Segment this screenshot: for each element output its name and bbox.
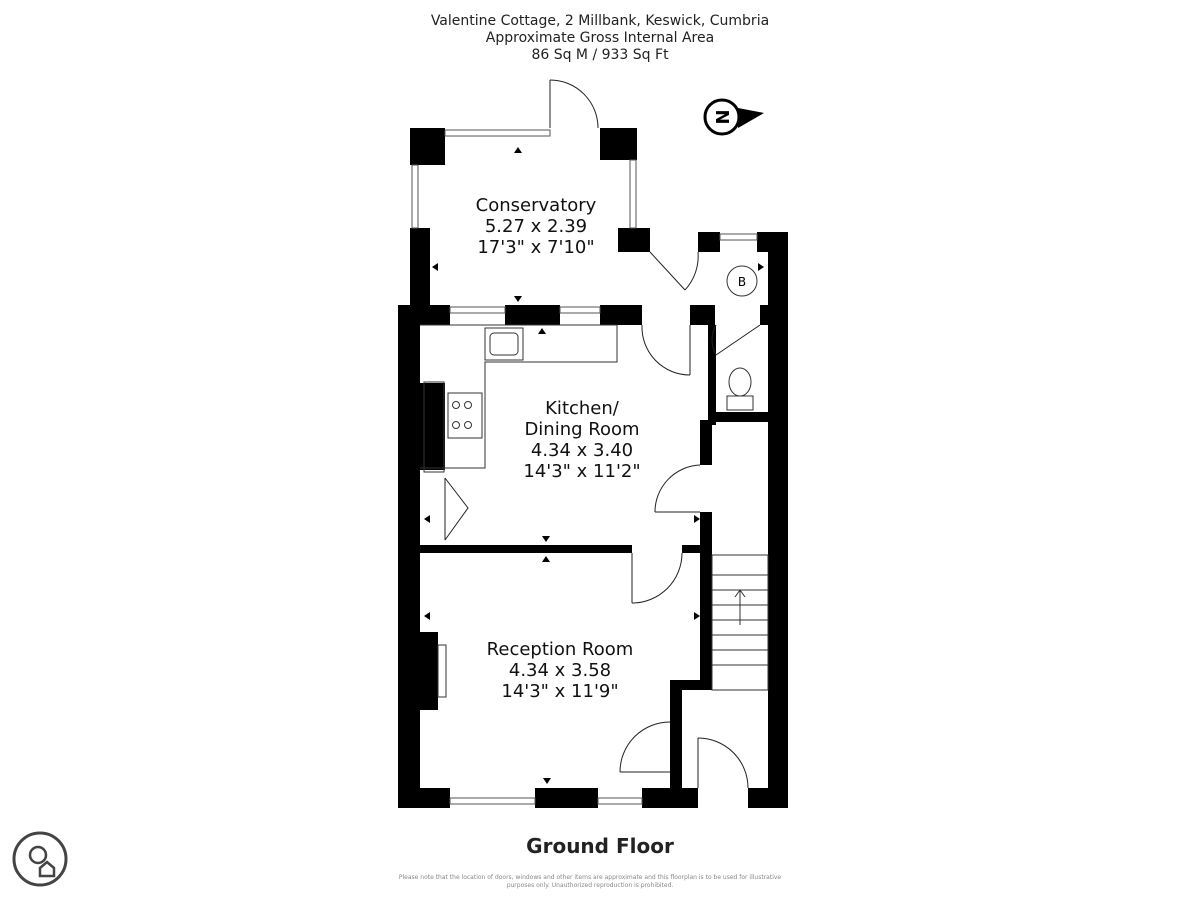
stair-treads [712, 574, 768, 666]
fixtures [420, 265, 769, 698]
doors [444, 79, 761, 789]
walls [398, 128, 788, 808]
address-title: Valentine Cottage, 2 Millbank, Keswick, … [430, 13, 770, 29]
floor-label: Ground Floor [526, 834, 674, 858]
compass-letter: N [713, 109, 734, 124]
room-label-conservatory: Conservatory 5.27 x 2.39 17'3" x 7'10" [476, 195, 597, 258]
boiler-label: B [738, 275, 746, 289]
area-value: 86 Sq M / 933 Sq Ft [531, 47, 669, 63]
room-label-kitchen: Kitchen/ Dining Room 4.34 x 3.40 14'3" x… [523, 398, 640, 482]
windows [411, 129, 758, 805]
room-label-reception: Reception Room 4.34 x 3.58 14'3" x 11'9" [487, 639, 634, 702]
stairs-arrow-icon [734, 589, 746, 625]
room-metric: 4.34 x 3.40 [530, 440, 634, 461]
room-name-2: Dining Room [524, 419, 640, 440]
room-metric: 5.27 x 2.39 [484, 216, 588, 237]
compass-icon: N [703, 98, 764, 136]
room-name: Conservatory [475, 195, 597, 216]
boiler-icon [726, 265, 758, 297]
room-name: Kitchen/ [545, 398, 619, 419]
room-metric: 4.34 x 3.58 [508, 660, 612, 681]
stairs [711, 554, 769, 691]
agency-logo [12, 831, 68, 887]
area-label: Approximate Gross Internal Area [485, 30, 715, 46]
hob-icon [447, 392, 483, 439]
toilet-icon [728, 367, 752, 397]
disclaimer: Please note that the location of doors, … [398, 874, 782, 889]
room-name: Reception Room [486, 639, 634, 660]
sink-icon [484, 327, 524, 361]
room-imperial: 14'3" x 11'9" [501, 681, 619, 702]
room-imperial: 14'3" x 11'2" [523, 461, 641, 482]
room-imperial: 17'3" x 7'10" [477, 237, 595, 258]
kitchen-worktop [420, 324, 618, 469]
dimension-markers [424, 147, 764, 784]
